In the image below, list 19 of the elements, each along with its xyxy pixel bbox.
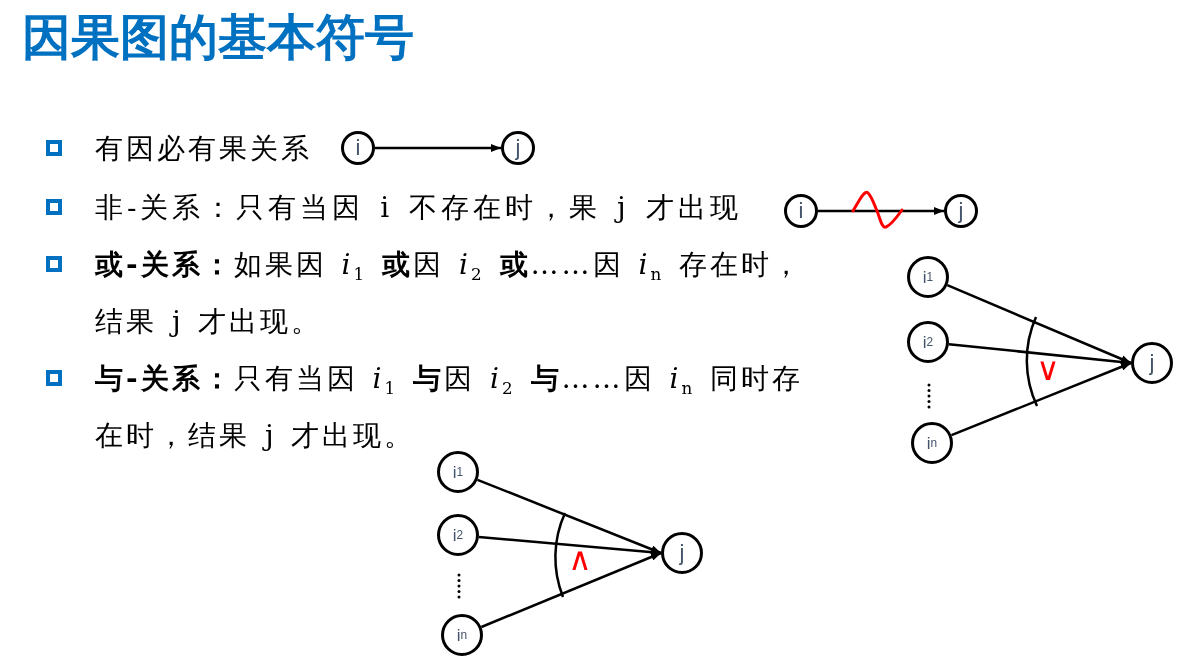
bullet-text: 非-关系：只有当因 i 不存在时，果 j 才出现 — [95, 190, 742, 226]
circle-node: j — [944, 194, 978, 228]
circle-node: j — [501, 131, 535, 165]
circle-node: i — [784, 194, 818, 228]
arrow — [375, 144, 501, 152]
circle-node: j — [661, 532, 703, 574]
bullet-text: 有因必有果关系 — [95, 131, 312, 167]
circle-node: j — [1131, 342, 1173, 384]
arrow — [477, 478, 662, 555]
arrow — [951, 361, 1132, 437]
bullet-text: 或-关系：如果因 i$_{1}$ 或因 i$_{2}$ 或……因 i$_{n}$ 存在时，结果 j 才出现。 — [95, 247, 805, 340]
arrow — [946, 284, 1132, 365]
arrow — [480, 551, 662, 629]
title: 因果图的基本符号 — [22, 11, 414, 65]
logic-symbol: ∧ — [568, 543, 592, 575]
circle-node: i — [341, 131, 375, 165]
bullet-text: 与-关系：只有当因 i$_{1}$ 与因 i$_{2}$ 与……因 i$_{n}$ 同时存在时，结果 j 才出现。 — [95, 361, 805, 454]
logic-symbol: ∨ — [1036, 353, 1060, 385]
arrow — [818, 207, 944, 215]
